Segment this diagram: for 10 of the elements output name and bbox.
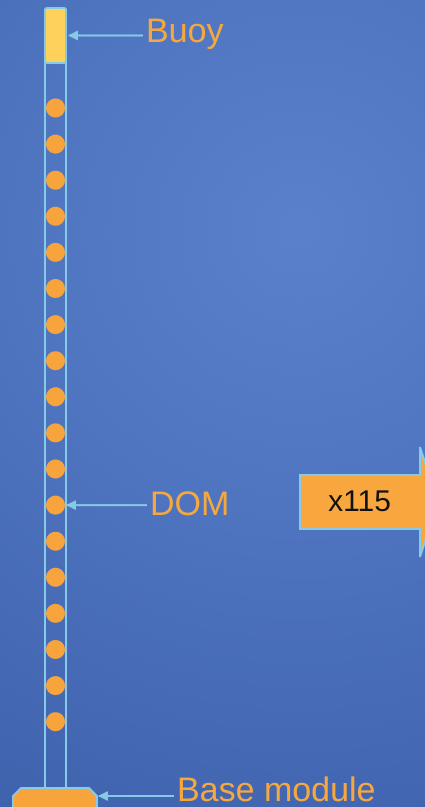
buoy-box	[44, 7, 67, 64]
leader-line	[68, 30, 143, 40]
optical-module-circle	[46, 496, 65, 515]
leader-line	[98, 791, 174, 801]
callout-label: Buoy	[146, 14, 224, 48]
leader-line	[66, 500, 147, 510]
callout-label: Base module	[177, 773, 376, 807]
callout-label: DOM	[150, 487, 230, 521]
base-module-shape	[12, 787, 98, 807]
multiplier-arrow: x115	[299, 446, 425, 558]
